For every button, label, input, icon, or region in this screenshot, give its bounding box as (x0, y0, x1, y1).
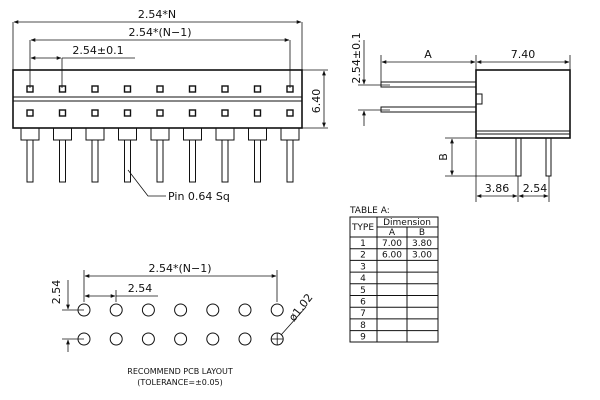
front-pin (118, 85, 137, 183)
pcb-hole (77, 303, 91, 317)
dim-spacing-label: 2.54 (523, 182, 548, 195)
dim-height-label: 6.40 (310, 89, 323, 114)
front-pin (85, 85, 105, 183)
pcb-holes (77, 303, 284, 346)
table-rows: 1 7.00 3.80 2 6.00 3.00 3 4 5 67 8 9 (350, 239, 438, 343)
table-cell-type: 3 (360, 262, 366, 272)
table-row: 1 7.00 3.80 (360, 239, 432, 249)
pcb-caption: RECOMMEND PCB LAYOUT (127, 367, 233, 376)
pcb-dim-pitch-label: 2.54 (128, 282, 153, 295)
pcb-hole (141, 303, 155, 317)
table-cell-type: 5 (360, 286, 366, 296)
pcb-hole (270, 332, 284, 346)
header-body (12, 69, 303, 129)
table-row: 9 (350, 330, 438, 343)
pcb-hole (77, 332, 91, 346)
dim-pitch-label: 2.54±0.1 (72, 44, 123, 57)
front-pin (215, 85, 235, 183)
table-row: 8 (350, 318, 438, 331)
front-pin (150, 85, 170, 183)
front-pin (280, 85, 300, 183)
table-cell-type: 4 (360, 274, 366, 284)
front-pins (20, 85, 300, 183)
table-cell-a: 6.00 (382, 251, 402, 261)
front-view: 2.54*N 2.54*(N−1) 2.54±0.1 6.40 Pin 0.64… (12, 8, 328, 203)
pcb-hole (174, 332, 188, 346)
table-col-b: B (419, 228, 425, 238)
pcb-caption-tolerance: (TOLERANCE=±0.05) (137, 378, 223, 387)
table-row: 2 6.00 3.00 (350, 248, 438, 261)
table-cell-type: 9 (360, 333, 366, 343)
dim-total-label: 2.54*N (138, 8, 176, 21)
table-title: TABLE A: (349, 206, 390, 216)
dim-b-label: B (437, 153, 450, 161)
pcb-hole (109, 303, 123, 317)
side-view: 2.54±0.1 A 7.40 B 3.86 2.54 (350, 32, 571, 202)
table-cell-type: 1 (360, 239, 366, 249)
pcb-hole-label: ø1.02 (286, 291, 315, 324)
dim-a-label: A (424, 48, 432, 61)
pcb-hole (206, 303, 220, 317)
side-dim-pitch-label: 2.54±0.1 (350, 32, 363, 83)
front-pin (20, 85, 40, 183)
pcb-hole (109, 332, 123, 346)
table-cell-b: 3.80 (412, 239, 432, 249)
front-pin (183, 85, 202, 183)
pcb-hole (270, 303, 284, 317)
front-pin (53, 85, 72, 183)
side-body (475, 69, 571, 139)
pcb-hole (141, 332, 155, 346)
dim-length-label: 7.40 (511, 48, 536, 61)
dim-centers-label: 2.54*(N−1) (128, 26, 191, 39)
front-pin (248, 85, 267, 183)
table-row: 6 (350, 295, 438, 308)
pcb-dim-row-label: 2.54 (50, 280, 63, 305)
table-type-header: TYPE (351, 223, 374, 233)
pcb-hole (238, 332, 252, 346)
table-row: 5 (350, 283, 438, 296)
pcb-dim-centers-label: 2.54*(N−1) (148, 262, 211, 275)
dim-offset-label: 3.86 (485, 182, 510, 195)
table-cell-a: 7.00 (382, 239, 402, 249)
table-cell-b: 3.00 (412, 251, 432, 261)
table-row: 7 (350, 306, 438, 319)
dimension-table: TABLE A: TYPE Dimension A B 1 7.00 3.80 2 6.… (349, 206, 439, 343)
pin-label: Pin 0.64 Sq (168, 190, 230, 203)
table-col-a: A (389, 228, 396, 238)
pcb-hole (174, 303, 188, 317)
table-dimension-header: Dimension (383, 218, 431, 228)
pcb-hole (238, 303, 252, 317)
table-cell-type: 2 (360, 251, 366, 261)
pcb-hole (206, 332, 220, 346)
table-row: 4 (350, 271, 438, 284)
table-cell-type: 8 (360, 321, 366, 331)
table-cell-type: 6 (360, 298, 366, 308)
pcb-layout: 2.54*(N−1) 2.54 2.54 ø1.02 RECOMMEND PCB… (50, 262, 316, 387)
table-cell-type: 7 (360, 309, 366, 319)
table-row: 3 (350, 259, 438, 272)
